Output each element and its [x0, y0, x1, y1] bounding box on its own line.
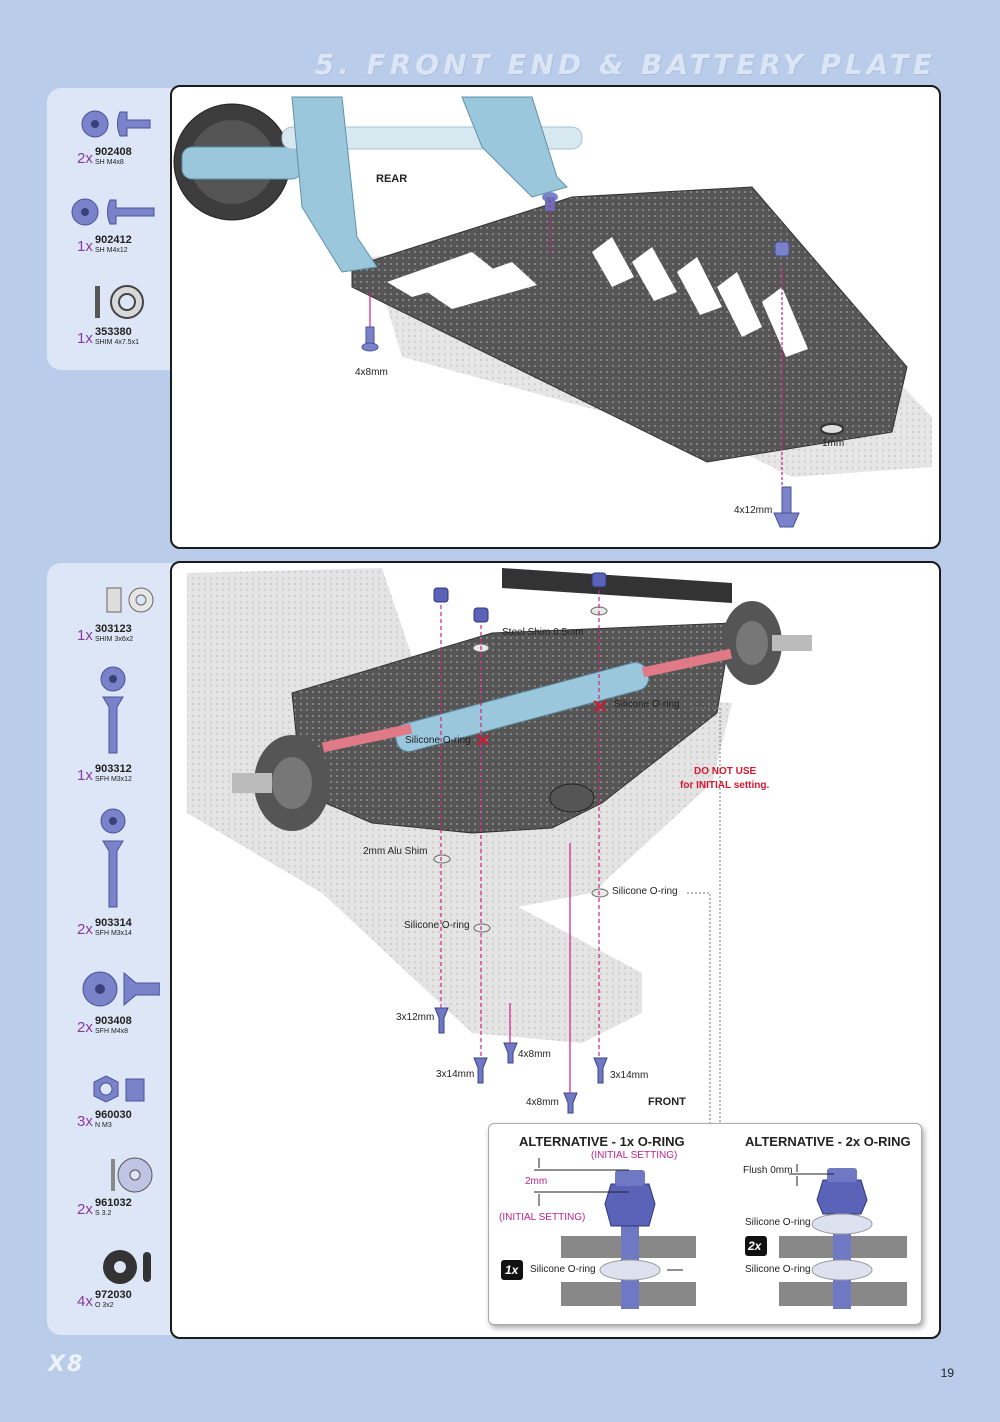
flat-head-screw-icon: [82, 971, 160, 1007]
alt2-oring-top-label: Silicone O-ring: [745, 1217, 811, 1228]
alt2-title: ALTERNATIVE - 2x O-RING: [745, 1134, 911, 1149]
flat-head-screw-icon: [100, 808, 125, 908]
shim-icon: [94, 285, 144, 319]
nut-icon: [93, 1075, 144, 1103]
screw-3x14b-label: 3x14mm: [610, 1070, 649, 1081]
alt2-oring-bottom-label: Silicone O-ring: [745, 1264, 811, 1275]
o-ring-alternatives-illustration: [501, 1158, 907, 1309]
screw-4x12-label: 4x12mm: [734, 505, 773, 516]
chassis-front-illustration: [187, 568, 812, 1272]
silicone-oring-low-label: Silicone O-ring: [404, 920, 470, 931]
part-903312: 1x 903312 SFH M3x12: [47, 665, 172, 784]
part-303123: 1x 303123 SHIM 3x6x2: [47, 583, 172, 645]
brand-logo: X8: [48, 1352, 85, 1377]
part-972030: 4x 972030 O 3x2: [47, 1247, 172, 1319]
chassis-rear-illustration: [173, 96, 932, 528]
alt1-initial-top-label: (INITIAL SETTING): [591, 1150, 678, 1161]
alt1-initial-left-label: (INITIAL SETTING): [499, 1212, 586, 1223]
silicone-oring-right-label: Silicone O-ring: [614, 699, 680, 710]
for-initial-setting-label: for INITIAL setting.: [680, 780, 770, 791]
part-902412: 1x 902412 SH M4x12: [47, 194, 172, 255]
parts-list-step1: 2x 902408 SH M4x8 1x 902412 SH M4x12 1x …: [47, 88, 172, 370]
part-903314: 2x 903314 SFH M3x14: [47, 807, 172, 938]
alt1-oring-label: Silicone O-ring: [530, 1264, 596, 1275]
screw-3x14a-label: 3x14mm: [436, 1069, 475, 1080]
o-ring-icon: [102, 1250, 151, 1284]
page-title: 5. FRONT END & BATTERY PLATE: [314, 48, 936, 81]
part-960030: 3x 960030 N M3: [47, 1073, 172, 1135]
flat-head-screw-icon: [100, 666, 125, 754]
alt2-flush-label: Flush 0mm: [743, 1165, 793, 1176]
button-head-screw-icon: [81, 110, 150, 138]
button-head-screw-icon: [71, 198, 154, 226]
steel-shim-label: Steel Shim 0.5mm: [502, 627, 584, 638]
alt1-badge: 1x: [505, 1263, 519, 1277]
do-not-use-label: DO NOT USE: [694, 766, 757, 777]
part-961032: 2x 961032 S 3.2: [47, 1155, 172, 1221]
washer-icon: [110, 1157, 152, 1193]
screw-4x8-label: 4x8mm: [355, 367, 388, 378]
screw-4x8b-label: 4x8mm: [526, 1097, 559, 1108]
front-label: FRONT: [648, 1096, 686, 1108]
shim-1mm-label: 1mm: [822, 438, 845, 449]
alt1-2mm-label: 2mm: [525, 1176, 548, 1187]
rear-label: REAR: [376, 173, 408, 185]
alt1-title: ALTERNATIVE - 1x O-RING: [519, 1134, 685, 1149]
page-number: 19: [940, 1366, 954, 1380]
silicone-oring-mid-label: Silicone O-ring: [612, 886, 678, 897]
screw-4x8a-label: 4x8mm: [518, 1049, 551, 1060]
o-ring-alternatives-box: ALTERNATIVE - 1x O-RING (INITIAL SETTING…: [488, 1123, 922, 1325]
parts-list-step2: 1x 303123 SHIM 3x6x2 1x 903312 SFH M3x12…: [47, 563, 172, 1335]
part-353380: 1x 353380 SHIM 4x7.5x1: [47, 282, 172, 352]
alu-shim-label: 2mm Alu Shim: [363, 846, 428, 857]
part-903408: 2x 903408 SFH M4x8: [47, 969, 172, 1041]
silicone-oring-left-label: Silicone O-ring: [405, 735, 471, 746]
shim-icon: [106, 587, 153, 613]
part-902408: 2x 902408 SH M4x8: [47, 106, 172, 167]
step1-illustration-panel: REAR 4x8mm 1mm 4x12mm: [170, 85, 941, 549]
alt2-badge: 2x: [748, 1239, 762, 1253]
screw-3x12-label: 3x12mm: [396, 1012, 435, 1023]
